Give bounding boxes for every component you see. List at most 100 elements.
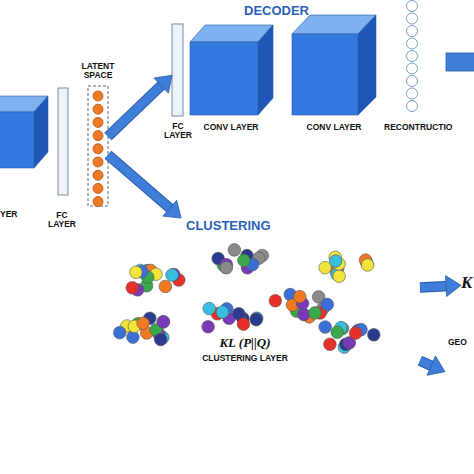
loss-formula: KL (P||Q)	[195, 336, 295, 350]
encoder-cube	[0, 96, 48, 168]
cube-side	[358, 15, 376, 115]
cube-front	[0, 112, 34, 168]
layer-label: YER	[0, 210, 30, 219]
arrow-shaft	[420, 286, 449, 287]
latent-unit	[93, 197, 103, 207]
cluster-point	[202, 320, 215, 333]
latent-unit	[93, 91, 103, 101]
cluster-point	[294, 290, 307, 303]
latent-unit	[93, 170, 103, 180]
arrow-outline	[420, 286, 449, 287]
output-unit	[407, 101, 418, 112]
fc-layer: FC LAYER	[58, 88, 68, 195]
output-unit	[407, 63, 418, 74]
latent-units	[93, 91, 103, 207]
conv-layer: CONV LAYER	[190, 25, 273, 115]
cluster-point	[238, 254, 251, 267]
cluster-point	[228, 244, 241, 257]
layer-label: GEO	[448, 338, 474, 347]
cluster-point	[157, 316, 170, 329]
latent-unit	[93, 131, 103, 141]
reconstruction-layer: RECONTRUCTIO	[404, 0, 420, 112]
block-arrow	[446, 53, 474, 71]
cube-side	[34, 96, 48, 168]
latent-unit	[93, 144, 103, 154]
layer-label: CONV LAYER	[298, 123, 370, 132]
arrow-head	[154, 75, 172, 93]
section-heading: CLUSTERING LAYER	[190, 354, 300, 363]
cluster-point	[324, 338, 337, 351]
arrow-head	[445, 276, 461, 297]
output-unit	[407, 51, 418, 62]
cluster-point	[321, 298, 334, 311]
layer-label: RECONTRUCTIO	[384, 123, 472, 132]
arrow-head	[163, 200, 181, 218]
latent-unit	[93, 157, 103, 167]
arrow-outline	[108, 84, 163, 137]
fc-layer: FC LAYER	[172, 24, 183, 116]
cluster-point	[137, 317, 150, 330]
flow-arrow	[420, 356, 445, 375]
section-heading: DECODER	[244, 4, 309, 18]
arrow-outline	[420, 361, 434, 367]
output-unit	[407, 1, 418, 12]
cluster-point	[333, 270, 346, 283]
cluster-point	[203, 302, 216, 315]
cluster-point	[237, 318, 250, 331]
layer-label: FC LAYER	[160, 122, 196, 141]
output-unit	[407, 13, 418, 24]
cluster-point	[367, 329, 380, 342]
output-unit	[407, 38, 418, 49]
cluster-point	[130, 266, 143, 279]
cluster-point	[166, 269, 179, 282]
output-symbol: K	[461, 274, 474, 293]
cluster-point	[216, 306, 229, 319]
cluster-point	[113, 326, 126, 339]
cluster-point	[220, 261, 233, 274]
arrow-head	[427, 356, 445, 375]
cluster-point	[159, 280, 172, 293]
cluster-point	[331, 326, 344, 339]
conv-cube	[190, 25, 273, 115]
output-unit	[407, 88, 418, 99]
arrow-shaft	[108, 155, 172, 210]
latent-unit	[93, 183, 103, 193]
output-target: GEO	[445, 336, 474, 420]
layer-label: CONV LAYER	[196, 123, 266, 132]
cube-front	[190, 42, 258, 115]
fc-bar	[58, 88, 68, 195]
latent-space: LATENT SPACE	[88, 86, 108, 206]
cube-side	[258, 25, 273, 115]
output-unit	[407, 26, 418, 37]
latent-unit	[93, 104, 103, 114]
cluster-point	[319, 261, 332, 274]
flow-arrow	[420, 276, 461, 297]
cluster-point	[154, 333, 167, 346]
cluster-point	[157, 316, 170, 329]
arrow-shaft	[420, 361, 434, 367]
conv-layer: CONV LAYER	[292, 15, 376, 115]
section-heading: CLUSTERING	[186, 219, 296, 233]
cluster-points	[113, 244, 380, 354]
layer-label: LATENT SPACE	[74, 62, 122, 81]
clustering-layer: CLUSTERING KL (P||Q) CLUSTERING LAYER	[120, 218, 420, 372]
cluster-point	[126, 281, 139, 294]
cluster-point	[309, 307, 322, 320]
cluster-point	[297, 308, 310, 321]
cluster-point	[269, 294, 282, 307]
latent-unit	[93, 117, 103, 127]
layer-label: FC LAYER	[44, 211, 80, 230]
arrow-shaft	[108, 84, 163, 137]
output-unit	[407, 76, 418, 87]
cluster-point	[361, 259, 374, 272]
flow-arrow	[108, 75, 172, 136]
arrow-outline	[108, 155, 172, 210]
conv-cube	[292, 15, 376, 115]
encoder-layer: YER	[0, 96, 48, 168]
cluster-point	[319, 321, 332, 334]
latent-frame	[88, 86, 108, 206]
cluster-point	[250, 313, 263, 326]
cube-front	[292, 34, 358, 115]
